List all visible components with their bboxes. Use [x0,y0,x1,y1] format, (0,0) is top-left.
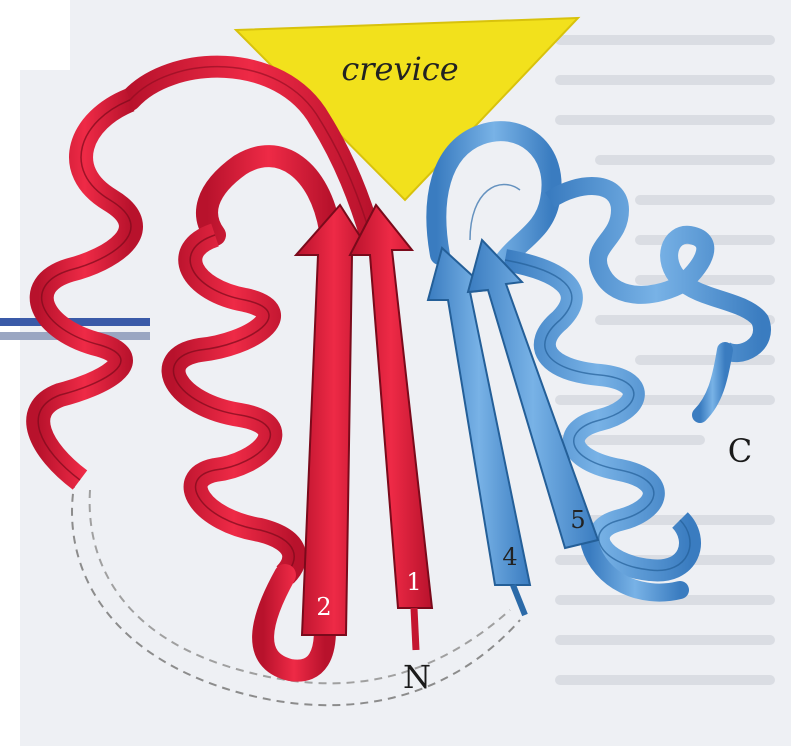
strand-label-4: 4 [502,543,517,571]
crevice-label: crevice [341,50,458,88]
n-terminus-label: N [403,658,431,696]
strand-label-1: 1 [406,568,421,596]
strand-label-2: 2 [316,593,331,621]
page-corner [0,0,70,70]
strand-label-5: 5 [570,506,585,534]
c-terminus-label: C [728,432,752,470]
n-terminal-tail [414,608,416,650]
